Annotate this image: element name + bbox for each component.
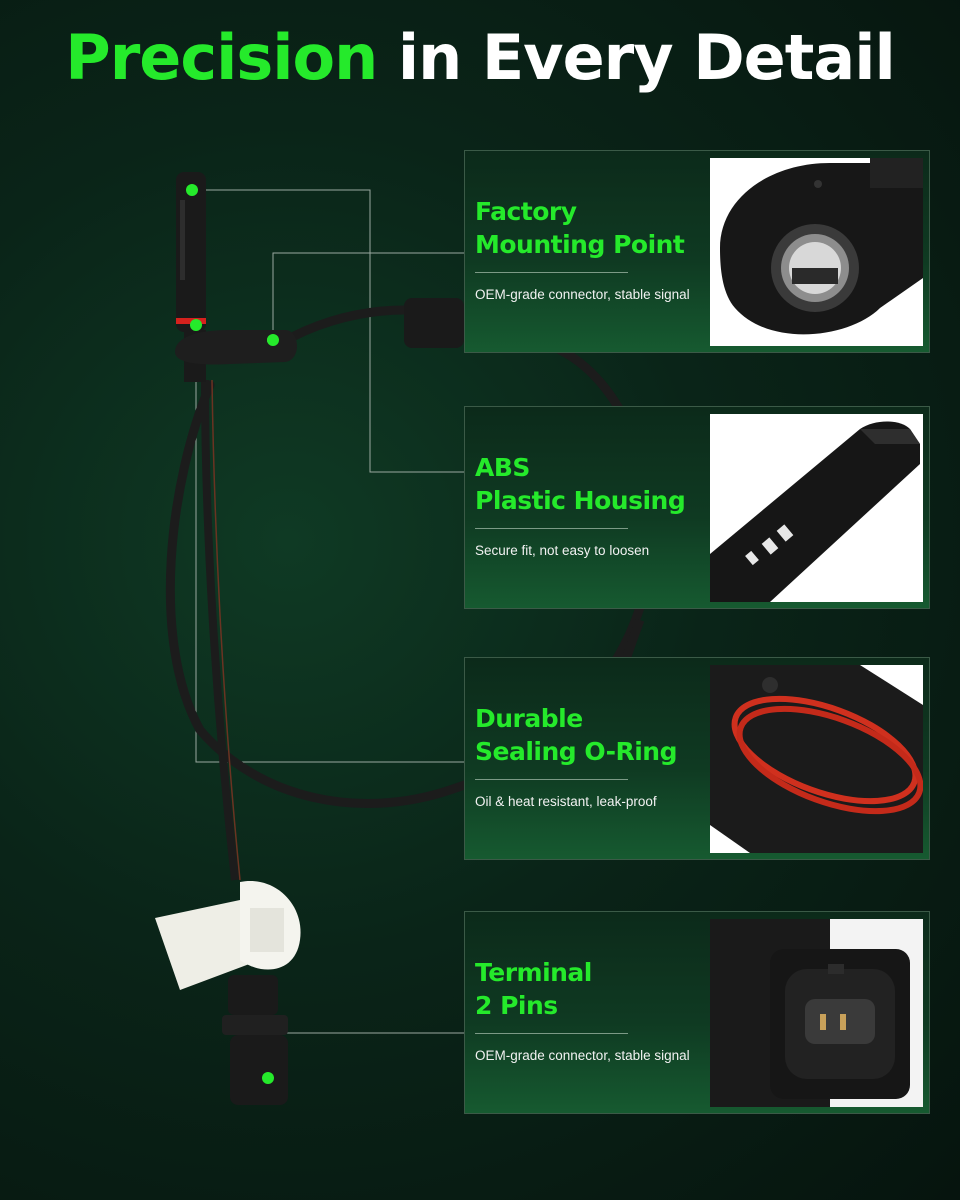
sensor-housing-photo xyxy=(710,414,923,602)
connector-pins-photo xyxy=(710,919,923,1107)
feature-card-mounting-point: Factory Mounting Point OEM-grade connect… xyxy=(464,150,930,353)
feature-description: Secure fit, not easy to loosen xyxy=(475,543,650,558)
o-ring-photo xyxy=(710,665,923,853)
feature-heading-line1: ABS xyxy=(475,453,530,482)
page-title-highlight: Precision xyxy=(65,21,378,94)
feature-heading-line2: Mounting Point xyxy=(475,230,685,259)
feature-heading-line1: Terminal xyxy=(475,958,592,987)
feature-card-plastic-housing: ABS Plastic Housing Secure fit, not easy… xyxy=(464,406,930,609)
feature-heading: Factory Mounting Point xyxy=(475,195,705,261)
feature-heading: Terminal 2 Pins xyxy=(475,956,705,1022)
divider xyxy=(475,779,628,780)
divider xyxy=(475,272,628,273)
page-title-rest: in Every Detail xyxy=(397,21,896,94)
feature-heading-line2: 2 Pins xyxy=(475,991,558,1020)
feature-heading-line1: Durable xyxy=(475,704,583,733)
feature-description: OEM-grade connector, stable signal xyxy=(475,1048,690,1063)
feature-card-o-ring: Durable Sealing O-Ring Oil & heat resist… xyxy=(464,657,930,860)
page-title: Precision in Every Detail xyxy=(0,18,960,98)
feature-card-terminal-pins: Terminal 2 Pins OEM-grade connector, sta… xyxy=(464,911,930,1114)
divider xyxy=(475,1033,628,1034)
feature-heading-line1: Factory xyxy=(475,197,577,226)
divider xyxy=(475,528,628,529)
marker-dots xyxy=(186,184,279,1084)
feature-description: OEM-grade connector, stable signal xyxy=(475,287,690,302)
feature-heading: ABS Plastic Housing xyxy=(475,451,705,517)
feature-heading: Durable Sealing O-Ring xyxy=(475,702,705,768)
feature-heading-line2: Plastic Housing xyxy=(475,486,686,515)
mounting-bracket-photo xyxy=(710,158,923,346)
feature-description: Oil & heat resistant, leak-proof xyxy=(475,794,657,809)
feature-heading-line2: Sealing O-Ring xyxy=(475,737,677,766)
